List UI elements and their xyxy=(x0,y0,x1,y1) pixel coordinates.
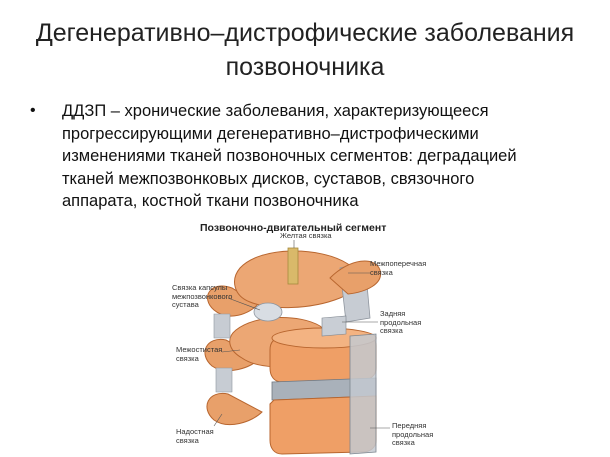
bullet-text: ДДЗП – хронические заболевания, характер… xyxy=(62,100,590,213)
anterior-longitudinal-ligament xyxy=(349,333,377,455)
label-line: Надостная xyxy=(176,427,214,436)
spine-segment-figure: Позвоночно-двигательный сегмент Желтая с… xyxy=(170,218,440,457)
label-intertransverse-ligament: Межпоперечная связка xyxy=(370,259,427,277)
label-line: Межпоперечная xyxy=(370,259,427,268)
label-line: межпозвонкового xyxy=(172,291,233,301)
bullet-line: аппарата, костной ткани позвоночника xyxy=(62,192,359,210)
posterior-longitudinal-ligament xyxy=(321,315,347,337)
bullet-line: тканей межпозвонковых дисков, суставов, … xyxy=(62,169,475,188)
label-line: связка xyxy=(380,326,403,335)
label-posterior-longitudinal-ligament: Задняя продольная связка xyxy=(380,309,422,336)
label-supraspinous-ligament: Надостная связка xyxy=(176,427,214,445)
slide-title-line-2: позвоночника xyxy=(225,53,385,81)
slide-title-line-1: Дегенеративно–дистрофические заболевания xyxy=(35,19,575,47)
label-line: продольная xyxy=(380,317,422,327)
bullet-dot-icon: • xyxy=(30,102,36,119)
spine-segment-illustration xyxy=(204,240,390,455)
bullet-line: ДДЗП – хронические заболевания, характер… xyxy=(62,102,489,120)
bullet-line: изменениями тканей позвоночных сегментов… xyxy=(62,147,517,165)
slide-title: Дегенеративно–дистрофические заболевания… xyxy=(0,16,610,84)
label-line: связка xyxy=(370,267,393,277)
bullet-item: • ДДЗП – хронические заболевания, характ… xyxy=(30,100,590,213)
transverse-process-right xyxy=(329,260,382,295)
label-yellow-ligament: Желтая связка xyxy=(280,231,332,240)
interspinous-ligament-lower xyxy=(215,367,233,393)
label-line: связка xyxy=(176,435,199,445)
label-interspinous-ligament: Межостистая связка xyxy=(176,345,223,363)
spinous-process-upper xyxy=(207,285,259,317)
spinous-process-lower xyxy=(206,392,263,425)
label-line: Межостистая xyxy=(176,345,223,354)
label-anterior-longitudinal-ligament: Передняя продольная связка xyxy=(392,421,434,448)
label-line: связка xyxy=(392,438,415,447)
label-line: продольная xyxy=(392,429,434,439)
figure-title: Позвоночно-двигательный сегмент xyxy=(200,222,387,234)
interspinous-ligament xyxy=(213,313,231,339)
label-line: Передняя xyxy=(392,421,427,430)
yellow-ligament xyxy=(287,247,299,285)
label-line: сустава xyxy=(172,300,199,309)
leader-lines xyxy=(213,240,390,429)
bullet-line: прогрессирующими дегенеративно–дистрофич… xyxy=(62,124,479,143)
facet-capsule xyxy=(253,302,283,322)
label-line: Задняя xyxy=(380,309,406,318)
label-line: связка xyxy=(176,353,199,363)
label-facet-capsule-ligament: Связка капсулы межпозвонкового сустава xyxy=(172,283,233,310)
label-line: Связка капсулы xyxy=(172,283,228,292)
